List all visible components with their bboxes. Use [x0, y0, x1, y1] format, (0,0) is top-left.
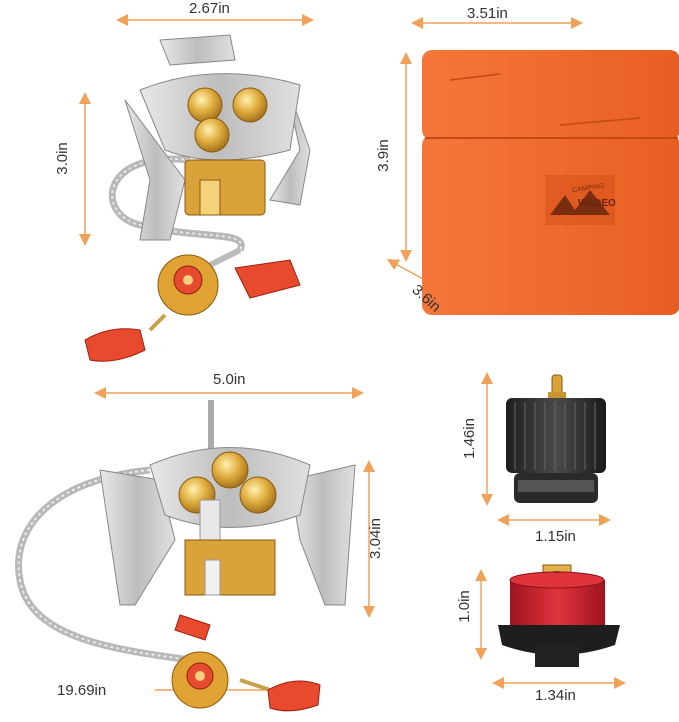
- adapter2-height-label: 1.0in: [455, 590, 473, 623]
- adapter-black: [481, 372, 611, 526]
- case-height-label: 3.9in: [374, 139, 392, 172]
- adapter1-width-label: 1.15in: [535, 528, 576, 545]
- adapter-red: [475, 564, 626, 689]
- stove-folded: [79, 14, 314, 362]
- adapter2-width-label: 1.34in: [535, 687, 576, 704]
- adapter1-height-label: 1.46in: [460, 418, 478, 459]
- stove2-width-label: 5.0in: [213, 371, 246, 388]
- stove-open: [15, 387, 375, 712]
- case-width-label: 3.51in: [467, 5, 508, 22]
- stove2-height-label: 3.04in: [366, 518, 384, 559]
- case-logo-brand: WADEO: [578, 198, 616, 209]
- stove1-width-label: 2.67in: [189, 0, 230, 17]
- hose-length-label: 19.69in: [57, 682, 107, 699]
- stove1-height-label: 3.0in: [53, 142, 71, 175]
- carry-case: [386, 17, 679, 315]
